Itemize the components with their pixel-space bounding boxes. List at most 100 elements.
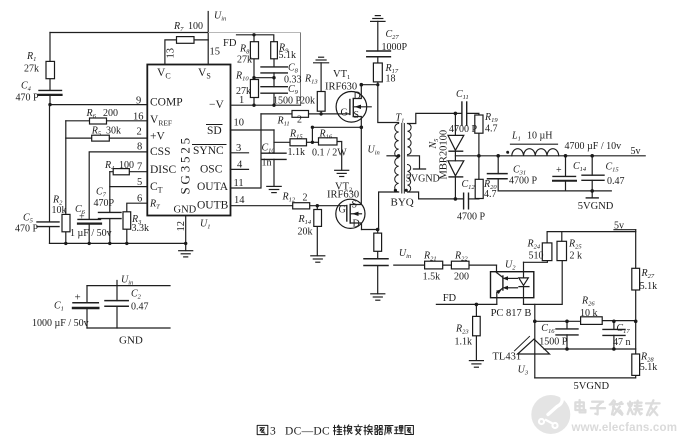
svg-text:2: 2 [297, 115, 302, 126]
svg-text:SYNC: SYNC [193, 145, 224, 157]
svg-text:10: 10 [234, 118, 245, 129]
svg-text:8: 8 [137, 142, 142, 153]
svg-text:C7: C7 [96, 187, 107, 199]
svg-text:TL431: TL431 [493, 352, 522, 363]
svg-text:DISC: DISC [150, 164, 177, 176]
svg-text:R4: R4 [104, 160, 115, 172]
svg-text:6: 6 [137, 194, 142, 205]
svg-text:C12: C12 [462, 179, 476, 191]
svg-text:5VGND: 5VGND [574, 381, 610, 392]
svg-text:R8: R8 [239, 44, 250, 56]
svg-text:+: + [556, 165, 562, 176]
svg-text:20k: 20k [300, 96, 315, 107]
svg-text:Uin: Uin [214, 11, 226, 23]
svg-text:R27: R27 [641, 268, 655, 280]
svg-text:PC 817 B: PC 817 B [491, 308, 532, 319]
svg-text:1.1k: 1.1k [455, 337, 473, 348]
svg-text:G: G [339, 205, 346, 216]
svg-text:OSC: OSC [200, 164, 223, 176]
svg-text:5v: 5v [614, 221, 624, 232]
svg-text:IRF630: IRF630 [327, 190, 359, 201]
svg-text:R19: R19 [484, 112, 498, 124]
svg-text:L1: L1 [511, 131, 521, 143]
svg-text:C2: C2 [131, 289, 142, 301]
svg-text:9: 9 [136, 96, 141, 107]
svg-text:5: 5 [137, 177, 142, 188]
svg-text:R23: R23 [455, 324, 469, 336]
svg-text:1000P: 1000P [382, 42, 408, 53]
svg-text:C14: C14 [573, 161, 587, 173]
svg-text:COMP: COMP [150, 97, 183, 109]
svg-text:C8: C8 [288, 63, 299, 75]
svg-text:1.5k: 1.5k [423, 272, 441, 283]
svg-text:R7: R7 [173, 21, 184, 33]
svg-text:470 P: 470 P [16, 93, 40, 104]
svg-text:20k: 20k [298, 227, 313, 238]
svg-text:C11: C11 [456, 89, 469, 101]
svg-text:R9: R9 [278, 43, 289, 55]
svg-text:R25: R25 [568, 239, 582, 251]
svg-text:R16: R16 [319, 129, 333, 141]
svg-text:18: 18 [386, 74, 396, 85]
svg-text:OUTB: OUTB [197, 200, 229, 212]
svg-text:10k: 10k [52, 205, 67, 216]
svg-text:200: 200 [454, 272, 469, 283]
svg-text:C5: C5 [23, 213, 34, 225]
svg-text:C9: C9 [288, 84, 299, 96]
svg-text:100: 100 [119, 160, 134, 171]
svg-text:SD: SD [207, 125, 222, 137]
svg-text:3.3k: 3.3k [132, 223, 150, 234]
svg-text:0.47: 0.47 [131, 302, 149, 313]
svg-text:Uin: Uin [121, 275, 133, 287]
svg-text:FD: FD [223, 38, 237, 49]
svg-text:Uin: Uin [399, 248, 411, 260]
svg-text:BYQ: BYQ [391, 197, 414, 209]
svg-text:U3: U3 [518, 365, 529, 377]
svg-text:R1: R1 [26, 51, 36, 63]
svg-text:U2: U2 [505, 260, 516, 272]
svg-text:R2: R2 [52, 195, 63, 207]
svg-text:47 n: 47 n [613, 337, 631, 348]
svg-text:C15: C15 [606, 162, 620, 174]
svg-text:MBR20100: MBR20100 [439, 130, 450, 180]
svg-text:2: 2 [303, 193, 308, 204]
svg-text:D: D [354, 91, 361, 102]
svg-text:C17: C17 [616, 323, 630, 335]
svg-text:1: 1 [239, 95, 244, 106]
svg-text:510: 510 [529, 251, 544, 262]
svg-text:27k: 27k [236, 86, 251, 97]
svg-text:1000 µF / 50v: 1000 µF / 50v [32, 318, 89, 329]
svg-text:0.47: 0.47 [607, 176, 625, 187]
svg-text:IRF630: IRF630 [325, 82, 357, 93]
svg-text:GND: GND [119, 335, 143, 347]
svg-text:4: 4 [237, 160, 243, 171]
svg-text:RT: RT [149, 199, 160, 211]
svg-text:5v: 5v [631, 146, 641, 157]
svg-text:R24: R24 [527, 239, 541, 251]
svg-text:VT2: VT2 [335, 182, 352, 194]
svg-text:1n: 1n [262, 158, 272, 169]
svg-text:2 k: 2 k [570, 251, 583, 262]
svg-text:16: 16 [133, 112, 144, 123]
svg-text:N5: N5 [428, 138, 440, 150]
svg-text:R12: R12 [282, 192, 296, 204]
svg-text:R10: R10 [235, 71, 249, 83]
svg-text:R11: R11 [277, 116, 290, 128]
svg-text:4700 P: 4700 P [457, 212, 486, 223]
svg-text:14: 14 [234, 195, 245, 206]
svg-text:C6: C6 [75, 204, 86, 216]
svg-text:FD: FD [443, 293, 457, 304]
svg-text:7: 7 [137, 162, 142, 173]
svg-text:C16: C16 [541, 323, 555, 335]
svg-text:−V: −V [209, 99, 224, 111]
svg-text:10 µH: 10 µH [527, 131, 552, 142]
svg-text:R21: R21 [423, 251, 437, 263]
svg-text:27k: 27k [24, 64, 39, 75]
svg-text:T1: T1 [396, 113, 405, 125]
svg-text:C4: C4 [21, 81, 32, 93]
svg-text:C10: C10 [262, 143, 276, 155]
svg-text:11: 11 [234, 178, 244, 189]
svg-text:R14: R14 [298, 214, 312, 226]
svg-text:+V: +V [150, 131, 165, 143]
svg-text:5.1k: 5.1k [640, 281, 658, 292]
